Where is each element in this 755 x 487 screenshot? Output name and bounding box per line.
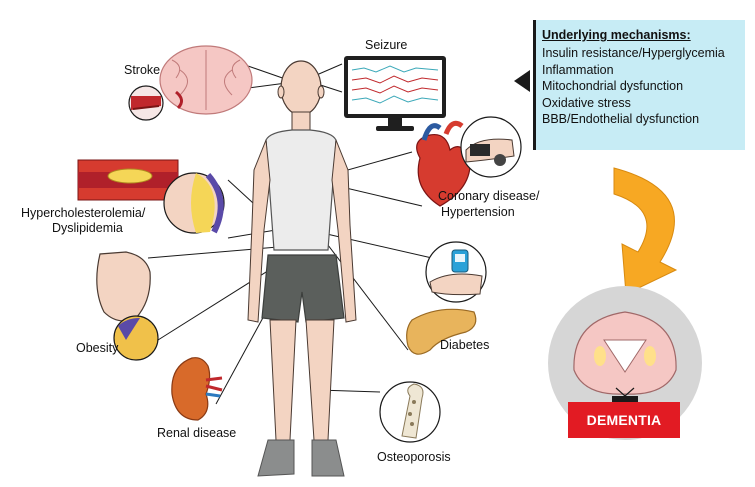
glucose-meter-inset-icon bbox=[425, 241, 487, 303]
monitor-eeg-icon bbox=[344, 56, 446, 131]
label-obesity: Obesity bbox=[76, 341, 119, 355]
label-osteoporosis: Osteoporosis bbox=[377, 450, 451, 464]
blood-clot-inset-icon bbox=[128, 85, 164, 121]
dementia-badge: DEMENTIA bbox=[568, 402, 680, 438]
mechanism-pointer-icon bbox=[514, 70, 530, 92]
artery-icon bbox=[77, 159, 179, 201]
mechanism-item: BBB/Endothelial dysfunction bbox=[542, 112, 700, 126]
label-hypertension: Hypertension bbox=[441, 205, 515, 219]
label-hypercholesterolemia: Hypercholesterolemia/ bbox=[21, 206, 146, 220]
brain-stroke-icon bbox=[159, 45, 253, 115]
blood-pressure-inset-icon bbox=[460, 116, 522, 178]
plaque-inset-icon bbox=[163, 172, 225, 234]
mechanisms-title: Underlying mechanisms: bbox=[542, 28, 691, 42]
mechanisms-box: Underlying mechanisms: Insulin resistanc… bbox=[533, 20, 745, 150]
label-dyslipidemia: Dyslipidemia bbox=[52, 221, 123, 235]
pancreas-icon bbox=[406, 308, 477, 355]
bone-inset-icon bbox=[379, 381, 441, 443]
person-figure bbox=[247, 60, 357, 477]
heart-icon bbox=[416, 120, 471, 207]
label-coronary: Coronary disease/ bbox=[438, 189, 540, 203]
dementia-brain-icon bbox=[548, 286, 702, 440]
mechanism-item: Oxidative stress bbox=[542, 95, 631, 110]
label-renal: Renal disease bbox=[157, 426, 237, 440]
belly-icon bbox=[96, 251, 151, 322]
curved-arrow-icon bbox=[613, 167, 678, 295]
label-seizure: Seizure bbox=[365, 38, 408, 52]
mechanism-item: Inflammation bbox=[542, 62, 614, 77]
label-diabetes: Diabetes bbox=[440, 338, 490, 352]
fat-cells-inset-icon bbox=[113, 315, 159, 361]
mechanism-item: Mitochondrial dysfunction bbox=[542, 79, 684, 93]
label-stroke: Stroke bbox=[124, 63, 161, 77]
mechanism-item: Insulin resistance/Hyperglycemia bbox=[542, 46, 725, 60]
kidney-icon bbox=[171, 357, 223, 421]
